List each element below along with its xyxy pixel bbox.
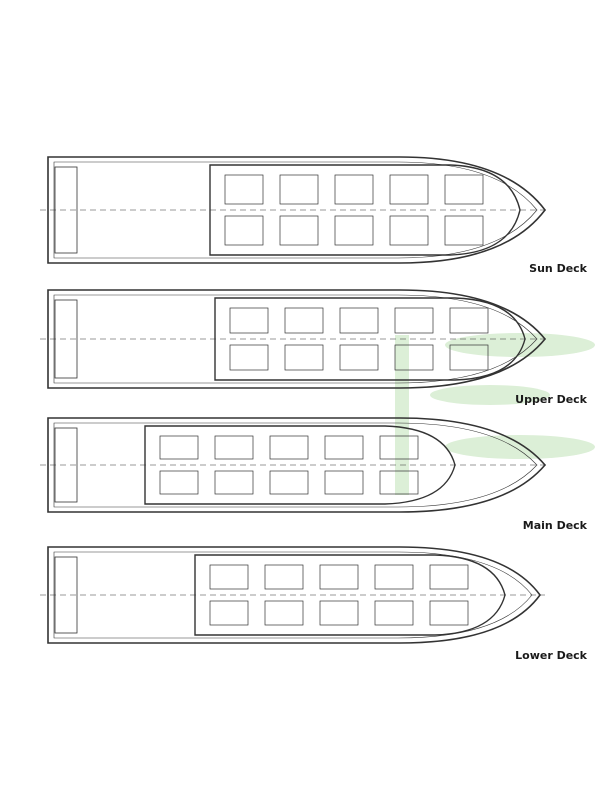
upper-deck-superstructure: [214, 297, 526, 381]
upper-deck-room: [449, 344, 489, 371]
lower-deck-room: [319, 564, 359, 590]
sun-deck-room: [224, 215, 264, 246]
main-deck-stern-platform: [54, 427, 78, 503]
main-deck-room: [324, 470, 364, 495]
sun-deck-room: [389, 215, 429, 246]
sun-deck-superstructure: [209, 164, 521, 256]
lower-deck-superstructure: [194, 554, 506, 636]
lower-deck-room: [429, 600, 469, 626]
main-deck-room: [159, 470, 199, 495]
lower-deck-room: [374, 564, 414, 590]
sun-deck-room: [334, 215, 374, 246]
lower-deck-room: [264, 600, 304, 626]
upper-deck-room: [394, 307, 434, 334]
lower-deck-room: [319, 600, 359, 626]
upper-deck-room: [229, 344, 269, 371]
main-deck-room: [379, 435, 419, 460]
lower-deck-label: Lower Deck: [515, 649, 587, 662]
sun-deck-room: [444, 174, 484, 205]
lower-deck-hull: [47, 546, 541, 644]
upper-deck-room: [339, 344, 379, 371]
upper-deck-room: [284, 344, 324, 371]
main-deck-room: [214, 435, 254, 460]
sun-deck-stern-platform: [54, 166, 78, 254]
upper-deck-room: [284, 307, 324, 334]
main-deck-room: [159, 435, 199, 460]
main-deck-label: Main Deck: [522, 519, 587, 532]
sun-deck-room: [389, 174, 429, 205]
sun-deck-room: [444, 215, 484, 246]
lower-deck-room: [429, 564, 469, 590]
main-deck-room: [379, 470, 419, 495]
main-deck-superstructure: [144, 425, 456, 505]
watermark-logo: [395, 333, 595, 495]
upper-deck-room: [394, 344, 434, 371]
lower-deck-room: [209, 564, 249, 590]
main-deck-room: [269, 435, 309, 460]
sun-deck-label: Sun Deck: [529, 262, 587, 275]
lower-deck-room: [209, 600, 249, 626]
lower-deck-room: [374, 600, 414, 626]
main-deck-inner-hull: [53, 422, 538, 508]
upper-deck-room: [449, 307, 489, 334]
sun-deck-room: [224, 174, 264, 205]
sun-deck-room: [334, 174, 374, 205]
upper-deck-room: [339, 307, 379, 334]
main-deck-room: [324, 435, 364, 460]
upper-deck-label: Upper Deck: [515, 393, 587, 406]
upper-deck-stern-platform: [54, 299, 78, 379]
lower-deck-room: [264, 564, 304, 590]
sun-deck-room: [279, 174, 319, 205]
lower-deck-stern-platform: [54, 556, 78, 634]
sun-deck-room: [279, 215, 319, 246]
main-deck-room: [269, 470, 309, 495]
main-deck-room: [214, 470, 254, 495]
upper-deck-room: [229, 307, 269, 334]
